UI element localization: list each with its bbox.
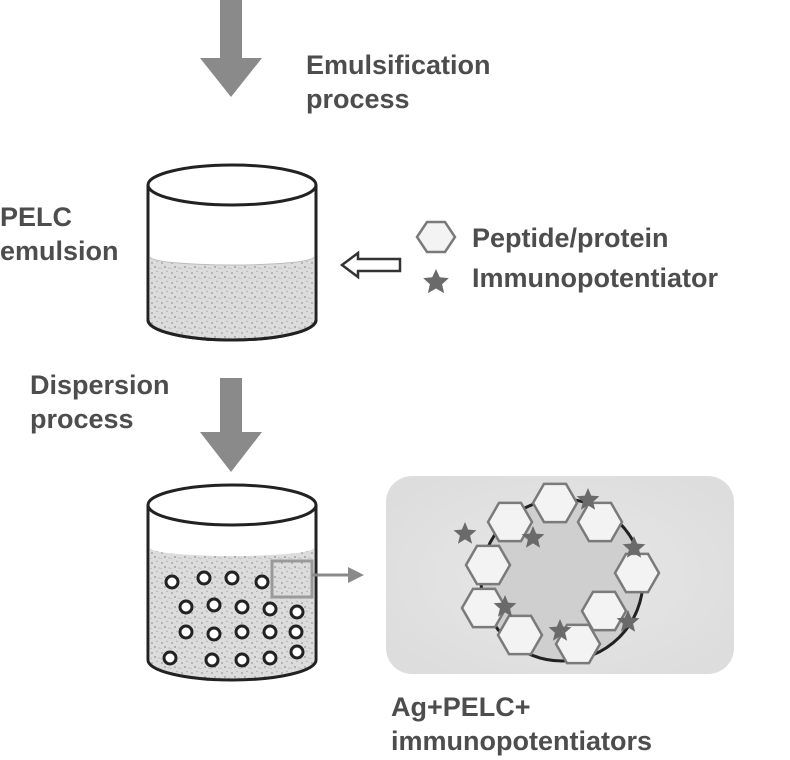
immunopotentiator-star bbox=[548, 619, 572, 641]
particle bbox=[288, 624, 304, 640]
particle bbox=[206, 626, 222, 642]
pelc-particles bbox=[162, 570, 305, 668]
particle bbox=[262, 601, 278, 617]
peptide-hexagon bbox=[486, 501, 534, 543]
particle bbox=[196, 570, 212, 586]
immunopotentiator-star bbox=[622, 536, 646, 558]
immunopotentiator-star bbox=[453, 522, 477, 544]
immunopotentiator-legend-label: Immunopotentiator bbox=[472, 263, 718, 293]
particle bbox=[289, 644, 305, 660]
hexagon-legend-icon bbox=[415, 220, 457, 254]
peptide-hexagon bbox=[576, 501, 624, 543]
particle bbox=[164, 574, 180, 590]
particle bbox=[204, 652, 220, 668]
peptide-hexagon bbox=[460, 587, 508, 629]
particle bbox=[206, 597, 222, 613]
particle bbox=[254, 574, 270, 590]
particle bbox=[289, 604, 305, 620]
particle bbox=[234, 652, 250, 668]
particle bbox=[178, 599, 194, 615]
immunopotentiator-star bbox=[576, 488, 600, 510]
peptide-hexagon bbox=[554, 623, 602, 665]
zoom-box bbox=[270, 559, 314, 599]
particle bbox=[162, 650, 178, 666]
immunopotentiator-star bbox=[616, 610, 640, 632]
particle bbox=[234, 624, 250, 640]
particle bbox=[178, 624, 194, 640]
peptide-hexagon bbox=[531, 482, 579, 524]
peptide-hexagon bbox=[496, 614, 544, 656]
peptide-hexagon bbox=[464, 544, 512, 586]
particle bbox=[262, 624, 278, 640]
zoom-panel bbox=[386, 476, 734, 674]
peptide-legend-label: Peptide/protein bbox=[472, 223, 669, 253]
dispersion-step-label: Dispersion process bbox=[30, 370, 170, 434]
product-label: Ag+PELC+ immunopotentiators bbox=[391, 692, 652, 756]
peptide-hexagon bbox=[613, 552, 661, 594]
zoom-arrow bbox=[312, 567, 364, 583]
particle bbox=[234, 599, 250, 615]
dispersion-arrow bbox=[200, 378, 262, 472]
emulsion-container bbox=[146, 163, 318, 342]
input-arrow bbox=[339, 250, 402, 280]
particle bbox=[262, 650, 278, 666]
star-legend-icon bbox=[423, 269, 449, 294]
emulsion-label: PELC emulsion bbox=[0, 202, 119, 266]
peptide-hexagons bbox=[460, 482, 661, 665]
immunopotentiator-star bbox=[493, 595, 517, 617]
dispersion-container bbox=[146, 483, 318, 682]
emulsification-arrow bbox=[200, 0, 262, 97]
particle bbox=[224, 570, 240, 586]
peptide-hexagon bbox=[580, 590, 628, 632]
immunopotentiator-star bbox=[521, 526, 545, 548]
emulsification-step-label: Emulsification process bbox=[306, 50, 491, 114]
immunopotentiator-stars bbox=[453, 488, 646, 641]
